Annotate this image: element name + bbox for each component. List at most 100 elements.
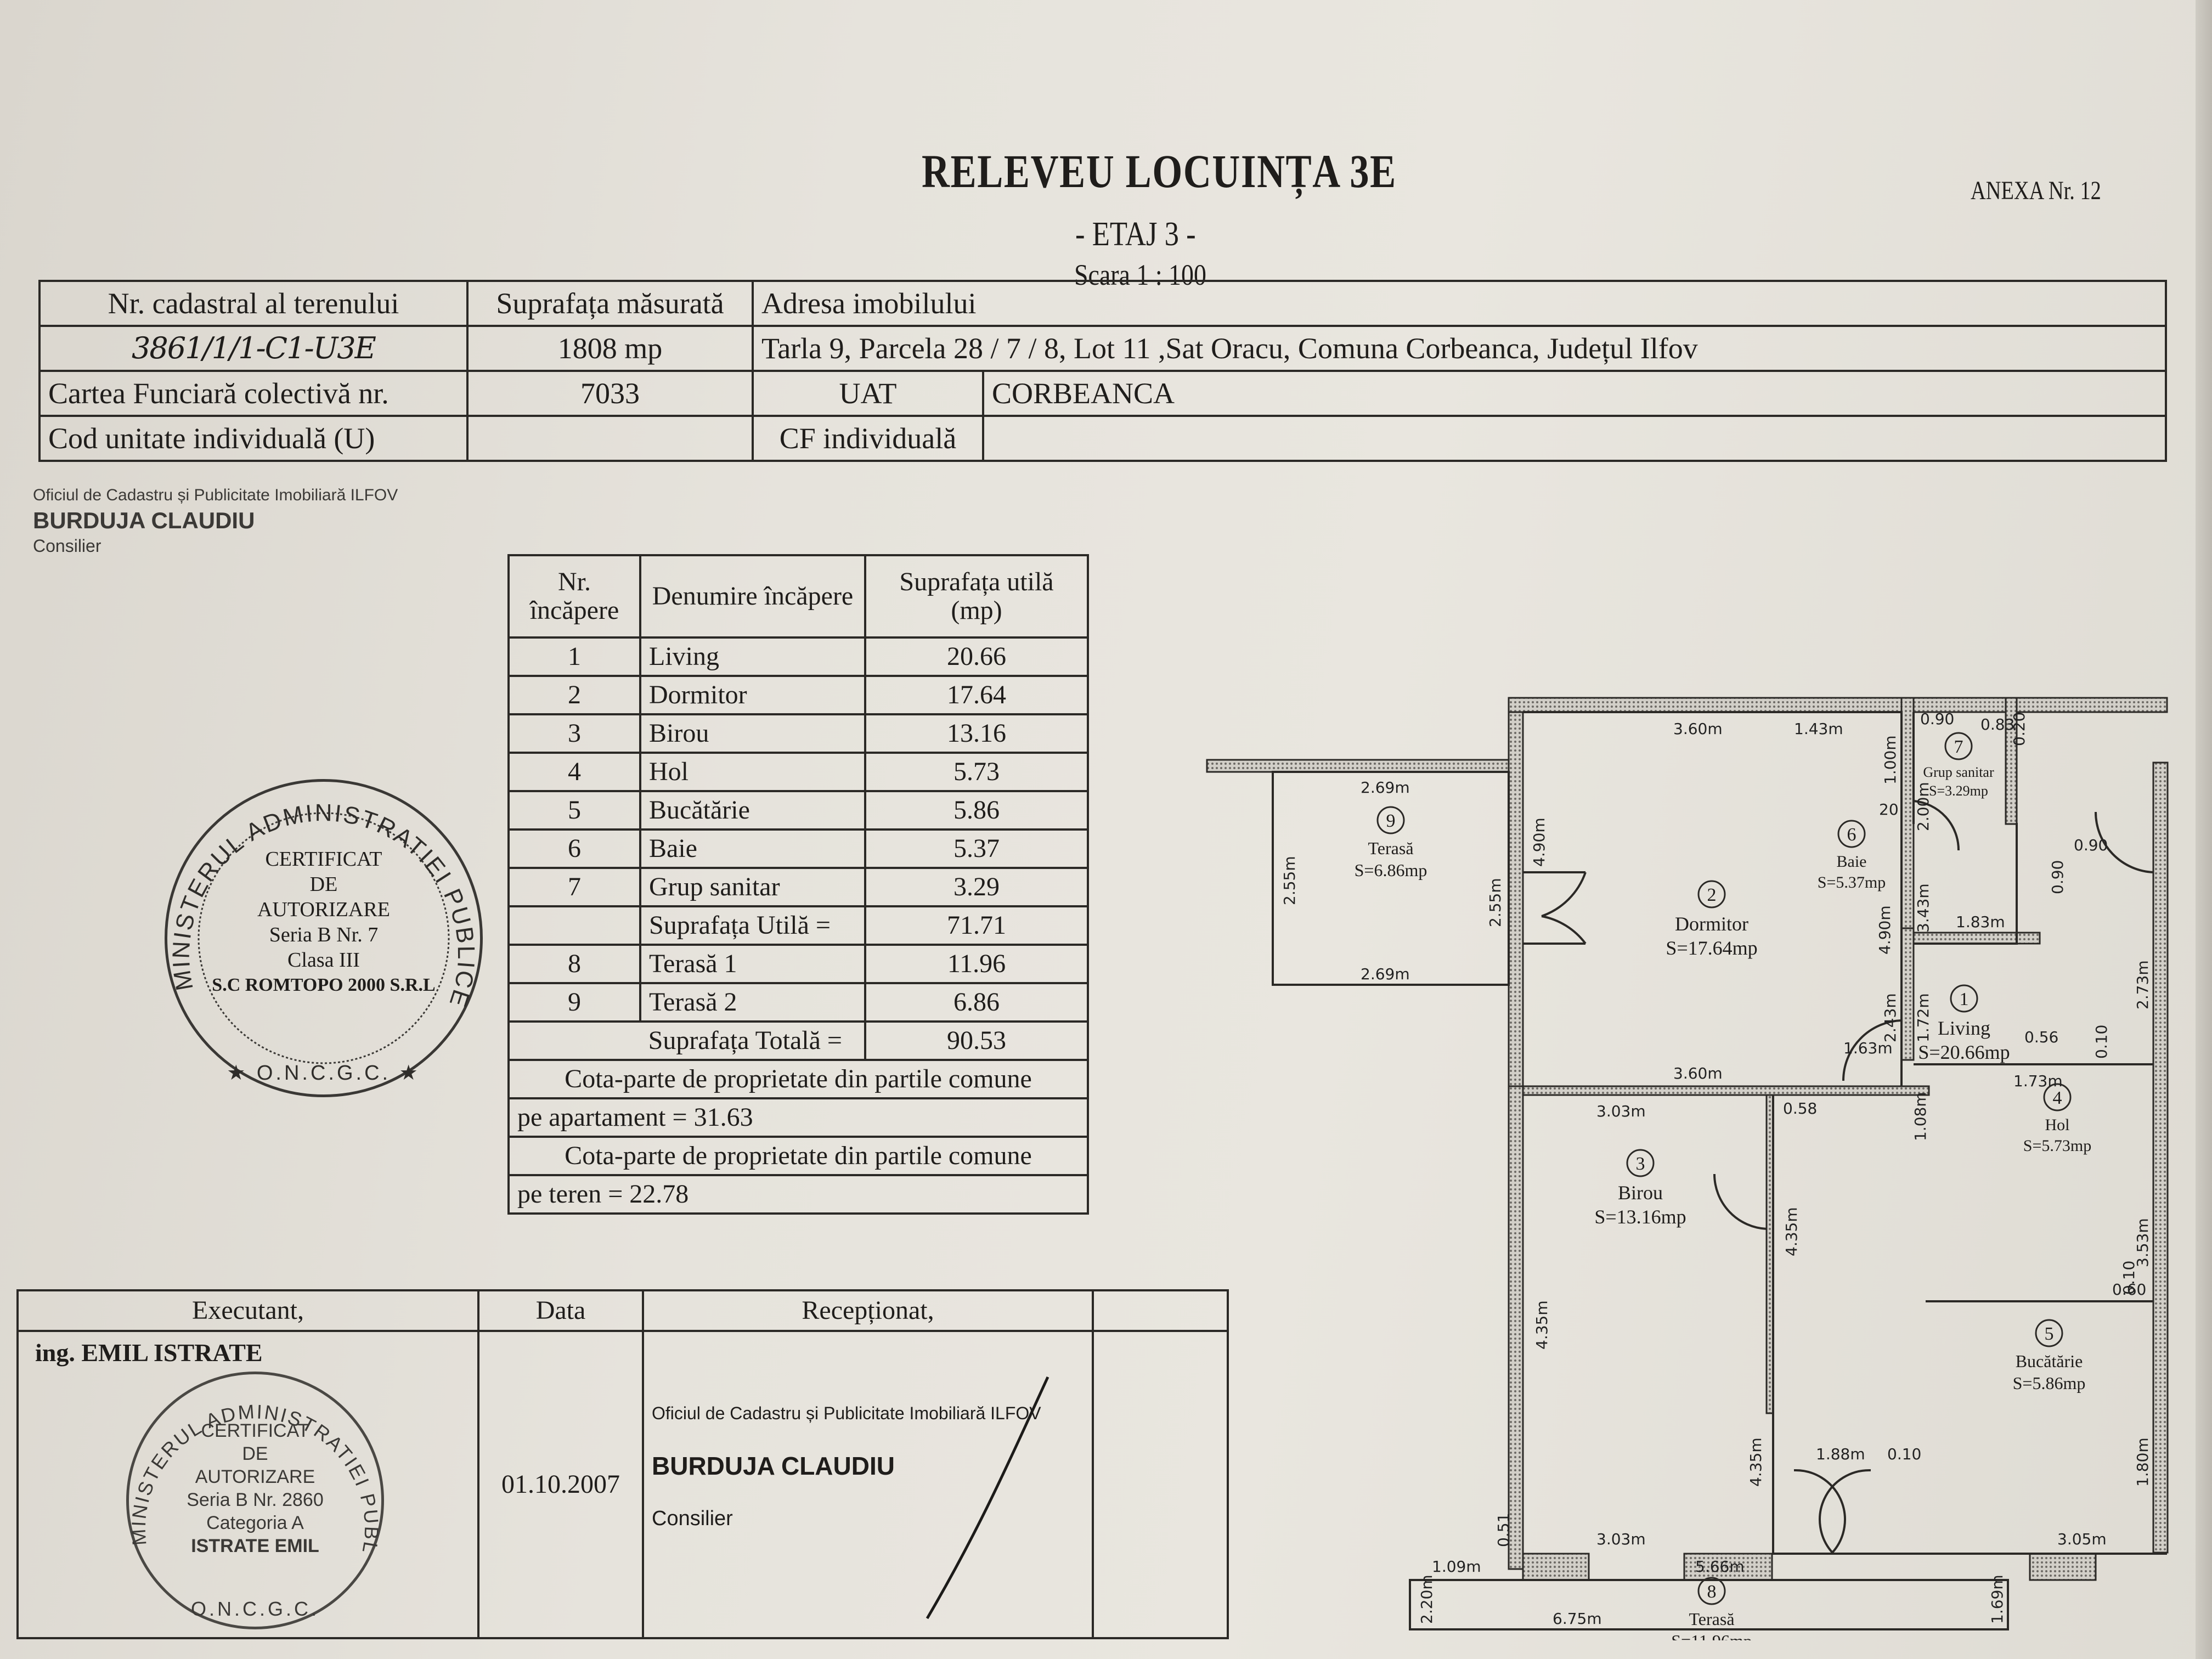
dimension-dorm-left: 4.90m xyxy=(1530,817,1548,867)
cod-unitate-label: Cod unitate individuală (U) xyxy=(38,415,469,462)
dimension-gs-h: 2.00m xyxy=(1914,782,1932,831)
share-label-2: Cota-parte de proprietate din partile co… xyxy=(507,1136,1089,1176)
plan-room-nr: 3 xyxy=(1636,1154,1645,1174)
dimension-baie-notch: 1.00m xyxy=(1881,735,1899,785)
company-stamp-bottom: ★ O.N.C.G.C. ★ xyxy=(227,1062,420,1085)
plan-room-name: Bucătărie xyxy=(2016,1351,2083,1371)
plan-room-area: S=5.86mp xyxy=(2013,1373,2086,1393)
plan-room-nr: 1 xyxy=(1960,989,1969,1009)
dimension-buc-060: 0.60 xyxy=(2112,1280,2146,1299)
room-name: Bucătărie xyxy=(639,790,866,831)
useful-value: 71.71 xyxy=(864,905,1089,946)
room-nr: 2 xyxy=(507,675,641,715)
room-name: Hol xyxy=(639,752,866,792)
room-number-circle xyxy=(1944,732,1973,760)
dimension-birou-right2: 4.35m xyxy=(1782,1207,1801,1256)
date-label: Data xyxy=(477,1289,644,1332)
engineer-stamp-line1: CERTIFICAT xyxy=(201,1420,309,1441)
dimension-gs-w2: 0.83 xyxy=(1980,715,2015,733)
dimension-ter8-051: 0.51 xyxy=(1494,1513,1513,1547)
plan-room-name: Grup sanitar xyxy=(1923,764,1994,780)
room-number-circle xyxy=(2035,1319,2063,1347)
dimension-baie-right: 2.43m xyxy=(1881,993,1899,1042)
dimension-ter8-top: 5.66m xyxy=(1695,1558,1745,1576)
received-label: Recepționat, xyxy=(642,1289,1094,1332)
room-area: 6.86 xyxy=(864,982,1089,1023)
total-value: 90.53 xyxy=(864,1020,1089,1061)
plan-room-area: S=13.16mp xyxy=(1594,1206,1686,1228)
room-name: Dormitor xyxy=(639,675,866,715)
plan-room-area: S=3.29mp xyxy=(1929,783,1988,799)
plan-room-nr: 5 xyxy=(2045,1324,2054,1344)
dimension-buc-right: 1.80m xyxy=(2134,1437,2152,1487)
plan-room-name: Birou xyxy=(1618,1182,1663,1204)
company-stamp-ring: MINISTERUL ADMINISTRATIEI PUBLICE ★ O.N.… xyxy=(168,799,478,1085)
receiver-cell: Oficiul de Cadastru și Publicitate Imobi… xyxy=(642,1330,1094,1639)
engineer-stamp-line3: AUTORIZARE xyxy=(195,1466,315,1487)
dimension-ter8-left: 2.20m xyxy=(1418,1575,1436,1624)
room-area: 5.73 xyxy=(864,752,1089,792)
plan-room-nr: 7 xyxy=(1954,737,1963,757)
useful-empty xyxy=(507,905,641,946)
engineer-stamp-line6: ISTRATE EMIL xyxy=(191,1536,319,1556)
dimension-living-right: 3.53m xyxy=(2134,1218,2152,1267)
plan-room-nr: 8 xyxy=(1707,1582,1717,1602)
receiver-name: BURDUJA CLAUDIU xyxy=(652,1452,895,1480)
plan-room-name: Hol xyxy=(2045,1116,2070,1134)
room-number-circle xyxy=(1950,984,1978,1013)
plan-room-area: S=6.86mp xyxy=(1355,860,1427,880)
engineer-stamp: MINISTERUL ADMINISTRATIEI PUBLICE O.N.C.… xyxy=(126,1372,384,1629)
cf-individuala-label: CF individuală xyxy=(752,415,984,462)
dimension-hol-010: 0.10 xyxy=(2092,1025,2111,1059)
room-number-circle xyxy=(1376,806,1405,834)
share-apartment: pe apartament = 31.63 xyxy=(507,1097,1089,1138)
dimension-living-058: 0.58 xyxy=(1783,1099,1817,1118)
dimension-baie-bottom: 1.63m xyxy=(1843,1039,1893,1057)
plan-room-area: S=20.66mp xyxy=(1918,1041,2010,1063)
dimension-ter8-right: 1.69m xyxy=(1988,1575,2006,1624)
dimension-dorm-bottom: 3.60m xyxy=(1673,1064,1723,1082)
dimension-ter8-109: 1.09m xyxy=(1432,1558,1481,1576)
dimension-gs-bottom: 1.83m xyxy=(1956,913,2005,931)
company-stamp-line4: Seria B Nr. 7 xyxy=(269,923,379,946)
col-header-nr: Nr. încăpere xyxy=(507,554,641,639)
dimension-birou-left: 4.35m xyxy=(1533,1300,1551,1350)
dimension-ter9-left: 2.55m xyxy=(1280,856,1299,905)
dimension-ter9-right: 2.55m xyxy=(1486,878,1504,927)
diagonal-stamp: Oficiul de Cadastru și Publicitate Imobi… xyxy=(33,483,483,558)
floor-label: - ETAJ 3 - xyxy=(1075,216,1196,253)
dimension-dorm-top: 3.60m xyxy=(1673,720,1723,738)
address-label: Adresa imobilului xyxy=(752,280,2167,327)
room-number-circle xyxy=(1697,1577,1726,1605)
uat-value: CORBEANCA xyxy=(982,370,2167,417)
room-nr: 1 xyxy=(507,636,641,677)
total-label: Suprafața Totală = xyxy=(507,1020,866,1061)
company-stamp-line2: DE xyxy=(309,873,338,896)
company-stamp-line3: AUTORIZARE xyxy=(257,898,391,921)
room-name: Birou xyxy=(639,713,866,754)
dimension-ter8-bottom: 6.75m xyxy=(1553,1610,1602,1628)
company-stamp-line1: CERTIFICAT xyxy=(265,848,382,871)
room-name: Terasă 2 xyxy=(639,982,866,1023)
room-area: 17.64 xyxy=(864,675,1089,715)
plan-room-nr: 2 xyxy=(1707,885,1717,905)
footer-empty-header xyxy=(1092,1289,1229,1332)
address-value: Tarla 9, Parcela 28 / 7 / 8, Lot 11 ,Sat… xyxy=(752,325,2167,372)
engineer-stamp-line2: DE xyxy=(242,1443,268,1464)
room-nr: 6 xyxy=(507,828,641,869)
plan-room-area: S=17.64mp xyxy=(1666,937,1757,959)
cadastral-value: 3861/1/1-C1-U3E xyxy=(38,325,469,372)
receiver-office: Oficiul de Cadastru și Publicitate Imobi… xyxy=(652,1403,1041,1423)
footer-empty-cell xyxy=(1092,1330,1229,1639)
dimension-buc-bottom: 3.05m xyxy=(2057,1530,2107,1548)
room-nr: 3 xyxy=(507,713,641,754)
page-edge-shadow xyxy=(2196,0,2212,1659)
plan-room-labels: 1LivingS=20.66mp2DormitorS=17.64mp3Birou… xyxy=(1355,732,2091,1640)
executant-name: ing. EMIL ISTRATE xyxy=(35,1339,263,1367)
room-area: 3.29 xyxy=(864,867,1089,907)
